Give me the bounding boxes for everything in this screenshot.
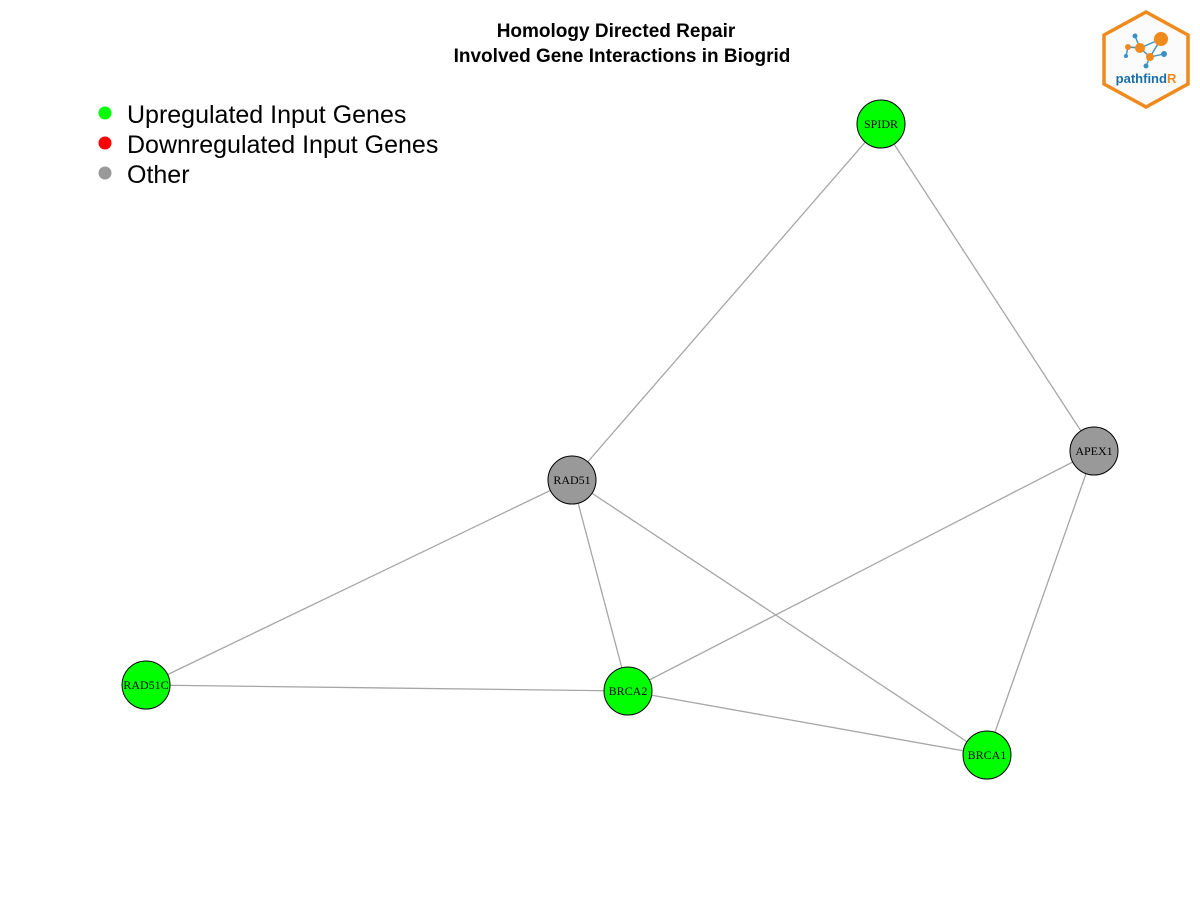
logo-hexagon [1102,10,1190,109]
node-label-rad51: RAD51 [553,473,590,487]
legend-dot-downregulated [98,136,112,150]
title-line-1: Homology Directed Repair [497,21,736,42]
edge-apex1-brca1 [986,450,1095,756]
node-circle-rad51c [121,660,171,710]
legend-dot-upregulated [98,106,112,120]
edge-rad51c-brca2 [145,684,629,692]
legend-item-other: Other [98,161,190,189]
node-circle-spidr [856,99,906,149]
node-label-spidr: SPIDR [864,117,898,131]
title-line-2: Involved Gene Interactions in Biogrid [454,46,791,67]
node-circle-rad51 [547,455,597,505]
logo-text: pathfindR [1116,71,1177,86]
edge-brca2-brca1 [627,690,988,756]
node-rad51c: RAD51C [121,660,171,710]
legend: Upregulated Input Genes Downregulated In… [98,101,438,189]
legend-item-downregulated: Downregulated Input Genes [98,131,438,159]
logo-text-accent: R [1167,71,1177,86]
node-brca1: BRCA1 [962,730,1012,780]
legend-label-downregulated: Downregulated Input Genes [127,131,438,159]
edge-spidr-apex1 [880,123,1095,452]
network-icon-nodes [1124,32,1168,69]
edge-apex1-brca2 [627,450,1095,692]
node-circle-apex1 [1069,426,1119,476]
node-brca2: BRCA2 [603,666,653,716]
node-label-apex1: APEX1 [1075,444,1112,458]
legend-dot-other [98,166,112,180]
node-apex1: APEX1 [1069,426,1119,476]
edges-layer [145,123,1095,756]
edge-spidr-rad51 [571,123,882,481]
edge-rad51-rad51c [145,479,573,686]
node-label-brca1: BRCA1 [968,748,1007,762]
legend-item-upregulated: Upregulated Input Genes [98,101,406,129]
node-label-brca2: BRCA2 [609,684,648,698]
node-circle-brca2 [603,666,653,716]
node-spidr: SPIDR [856,99,906,149]
pathfindr-logo: pathfindR [1102,10,1190,109]
legend-label-upregulated: Upregulated Input Genes [127,101,406,129]
edge-rad51-brca1 [571,479,988,756]
node-circle-brca1 [962,730,1012,780]
logo-text-main: pathfind [1116,71,1167,86]
edge-rad51-brca2 [571,479,629,692]
node-rad51: RAD51 [547,455,597,505]
legend-label-other: Other [127,161,190,189]
node-label-rad51c: RAD51C [123,678,168,692]
